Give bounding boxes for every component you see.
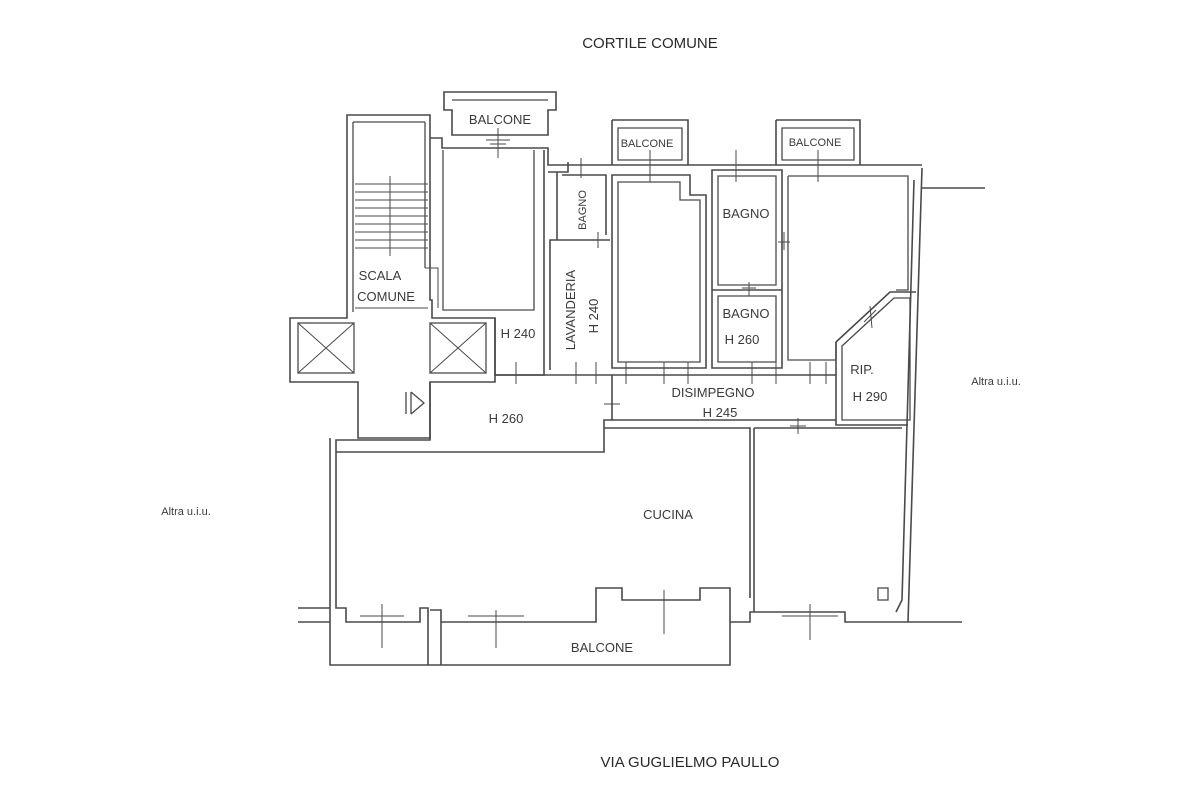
room-label: BALCONE: [469, 112, 531, 127]
room-label: BALCONE: [621, 138, 674, 150]
room-label: BAGNO: [723, 306, 770, 321]
room-label: BALCONE: [789, 137, 842, 149]
interior-walls: [335, 150, 916, 612]
room-label: LAVANDERIA: [563, 269, 578, 350]
room-label: H 260: [489, 411, 524, 426]
room-label: H 290: [853, 389, 888, 404]
top-label: CORTILE COMUNE: [582, 35, 718, 52]
openings: [360, 128, 877, 648]
room-label: H 240: [586, 299, 601, 334]
left-label: Altra u.i.u.: [161, 506, 211, 518]
room-label: BAGNO: [723, 206, 770, 221]
room-label: H 245: [703, 405, 738, 420]
room-label: BALCONE: [571, 640, 633, 655]
room-label: DISIMPEGNO: [671, 385, 754, 400]
room-label: SCALA: [359, 268, 402, 283]
room-label: RIP.: [850, 362, 874, 377]
room-label: H 260: [725, 332, 760, 347]
labels: CORTILE COMUNE VIA GUGLIELMO PAULLO Altr…: [161, 35, 1021, 771]
right-label: Altra u.i.u.: [971, 376, 1021, 388]
bottom-label: VIA GUGLIELMO PAULLO: [601, 754, 780, 771]
top-balconies: [443, 91, 861, 165]
room-label: H 240: [501, 326, 536, 341]
room-label: BAGNO: [577, 190, 589, 230]
room-label: COMUNE: [357, 289, 415, 304]
room-label: CUCINA: [643, 507, 693, 522]
